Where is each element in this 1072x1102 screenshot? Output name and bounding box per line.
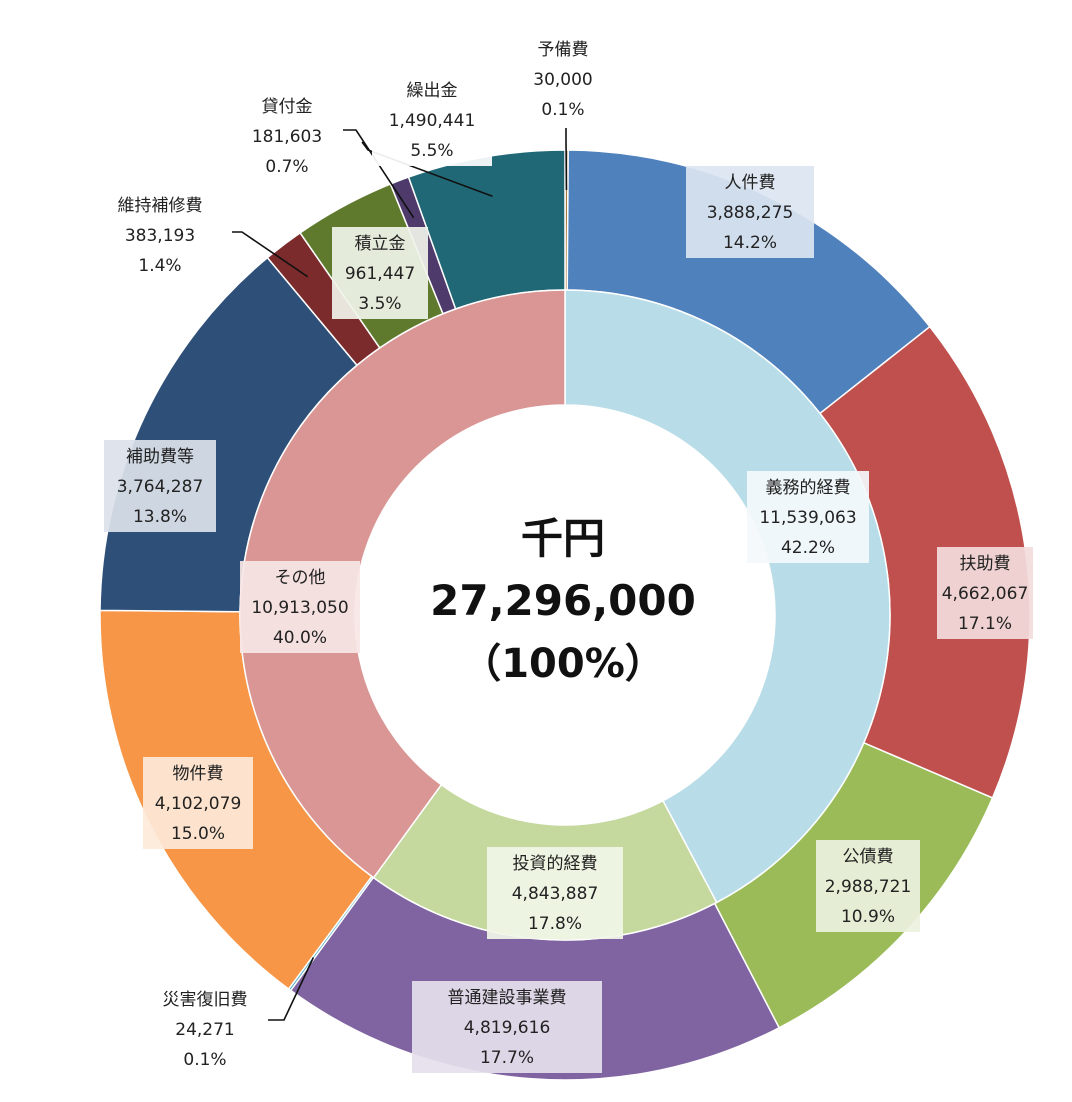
- outer-label-box-1: [686, 166, 814, 258]
- inner-label-percent-2: 40.0%: [273, 628, 327, 648]
- inner-label-value-2: 10,913,050: [251, 598, 348, 618]
- outer-label-name-8: 維持補修費: [118, 196, 203, 216]
- inner-label-1: 投資的経費 4,843,887 17.8%: [487, 847, 623, 939]
- outer-label-box-7: [104, 440, 216, 532]
- outer-label-0: 予備費 30,000 0.1%: [533, 40, 592, 120]
- inner-label-value-0: 11,539,063: [759, 508, 856, 528]
- inner-label-box-1: [487, 847, 623, 939]
- outer-label-name-4: 普通建設事業費: [448, 988, 567, 1008]
- outer-label-11: 繰出金 1,490,441 5.5%: [372, 74, 492, 166]
- outer-label-percent-10: 0.7%: [265, 157, 308, 177]
- outer-label-percent-11: 5.5%: [410, 141, 453, 161]
- outer-label-value-2: 4,662,067: [942, 584, 1029, 604]
- outer-label-box-9: [332, 227, 428, 319]
- outer-label-name-9: 積立金: [355, 234, 406, 254]
- outer-label-6: 物件費 4,102,079 15.0%: [143, 757, 253, 849]
- outer-label-name-6: 物件費: [173, 764, 224, 784]
- inner-label-name-2: その他: [275, 568, 326, 588]
- outer-label-name-5: 災害復旧費: [163, 990, 248, 1010]
- outer-label-2: 扶助費 4,662,067 17.1%: [937, 547, 1033, 639]
- outer-label-value-6: 4,102,079: [155, 794, 242, 814]
- outer-label-name-2: 扶助費: [960, 554, 1011, 574]
- center-unit: 千円: [521, 514, 605, 563]
- inner-label-name-0: 義務的経費: [766, 478, 851, 498]
- outer-label-name-3: 公債費: [843, 847, 894, 867]
- outer-label-name-7: 補助費等: [126, 447, 194, 467]
- outer-label-value-0: 30,000: [533, 70, 592, 90]
- outer-label-value-11: 1,490,441: [389, 111, 476, 131]
- outer-label-8: 維持補修費 383,193 1.4%: [118, 196, 203, 276]
- outer-label-name-0: 予備費: [538, 40, 589, 60]
- outer-label-box-4: [412, 981, 602, 1073]
- outer-label-value-10: 181,603: [252, 127, 322, 147]
- center-percent: （100%）: [461, 641, 665, 687]
- slice-labels: 予備費 30,000 0.1% 人件費 3,888,275 14.2% 扶助費 4,662,0…: [104, 40, 1033, 1073]
- outer-label-5: 災害復旧費 24,271 0.1%: [163, 990, 248, 1070]
- inner-label-0: 義務的経費 11,539,063 42.2%: [747, 471, 869, 563]
- outer-label-9: 積立金 961,447 3.5%: [332, 227, 428, 319]
- outer-label-percent-7: 13.8%: [133, 507, 187, 527]
- inner-label-box-2: [240, 561, 360, 653]
- outer-label-name-11: 繰出金: [407, 81, 458, 101]
- outer-label-1: 人件費 3,888,275 14.2%: [686, 166, 814, 258]
- inner-label-box-0: [747, 471, 869, 563]
- outer-label-box-11: [372, 74, 492, 166]
- center-total: 27,296,000: [430, 576, 696, 625]
- outer-label-percent-1: 14.2%: [723, 233, 777, 253]
- outer-label-percent-6: 15.0%: [171, 824, 225, 844]
- leader-line-10: [343, 129, 415, 219]
- outer-label-percent-3: 10.9%: [841, 907, 895, 927]
- outer-label-value-8: 383,193: [125, 226, 195, 246]
- outer-label-value-1: 3,888,275: [707, 203, 794, 223]
- leader-lines: [232, 128, 568, 1021]
- leader-line-11: [361, 141, 493, 197]
- leader-line-8: [232, 231, 309, 278]
- inner-label-name-1: 投資的経費: [513, 854, 598, 874]
- outer-label-percent-9: 3.5%: [358, 294, 401, 314]
- leader-line-5: [268, 957, 315, 1021]
- center-label: 千円 27,296,000 （100%）: [430, 514, 696, 687]
- outer-label-name-10: 貸付金: [262, 97, 313, 117]
- outer-label-percent-2: 17.1%: [958, 614, 1012, 634]
- outer-label-percent-0: 0.1%: [541, 100, 584, 120]
- outer-label-4: 普通建設事業費 4,819,616 17.7%: [412, 981, 602, 1073]
- outer-label-box-2: [937, 547, 1033, 639]
- inner-label-percent-1: 17.8%: [528, 914, 582, 934]
- outer-label-percent-5: 0.1%: [183, 1050, 226, 1070]
- outer-label-value-9: 961,447: [345, 264, 415, 284]
- outer-label-box-6: [143, 757, 253, 849]
- outer-label-3: 公債費 2,988,721 10.9%: [816, 840, 920, 932]
- inner-slice-0: [564, 289, 891, 904]
- outer-label-10: 貸付金 181,603 0.7%: [252, 97, 322, 177]
- outer-label-percent-8: 1.4%: [138, 256, 181, 276]
- outer-label-value-4: 4,819,616: [464, 1018, 551, 1038]
- outer-label-7: 補助費等 3,764,287 13.8%: [104, 440, 216, 532]
- inner-label-value-1: 4,843,887: [512, 884, 599, 904]
- outer-label-value-7: 3,764,287: [117, 477, 204, 497]
- inner-label-2: その他 10,913,050 40.0%: [240, 561, 360, 653]
- outer-label-box-3: [816, 840, 920, 932]
- outer-label-value-3: 2,988,721: [825, 877, 912, 897]
- outer-label-value-5: 24,271: [175, 1020, 234, 1040]
- outer-label-percent-4: 17.7%: [480, 1048, 534, 1068]
- inner-label-percent-0: 42.2%: [781, 538, 835, 558]
- outer-label-name-1: 人件費: [725, 173, 776, 193]
